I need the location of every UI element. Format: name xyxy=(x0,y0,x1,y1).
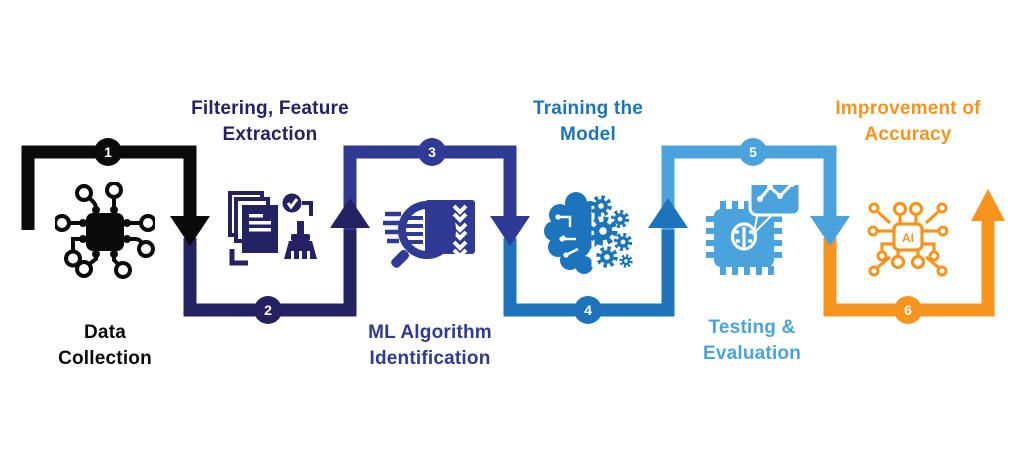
step-label-training-the-model: Training the Model xyxy=(532,98,644,145)
step-badge-2: 2 xyxy=(254,296,282,324)
step-number: 6 xyxy=(904,302,912,318)
step-number: 1 xyxy=(104,144,112,160)
step-badge-4: 4 xyxy=(574,296,602,324)
chip-brain-analytics-icon xyxy=(706,185,800,275)
step-number: 4 xyxy=(584,302,592,318)
step-label-improvement-of-accuracy: Improvement of Accuracy xyxy=(835,98,981,145)
step-label-filtering-feature-extraction: Filtering, Feature Extraction xyxy=(191,98,349,145)
step-label-data-collection: Data Collection xyxy=(58,322,152,369)
step-number: 5 xyxy=(749,144,757,160)
arrow-down-icon xyxy=(170,216,210,246)
magnifier-checklist-icon xyxy=(383,200,475,268)
step-label-ml-algorithm-identification: ML Algorithm Identification xyxy=(368,322,492,369)
circuit-chip-icon xyxy=(55,182,155,279)
step-badge-3: 3 xyxy=(418,138,446,166)
stacked-documents xyxy=(228,191,278,253)
arrow-down-icon xyxy=(810,216,850,246)
brain-outline xyxy=(730,222,758,251)
step-number: 2 xyxy=(264,302,272,318)
analytics-bubble xyxy=(748,185,800,236)
documents-cleaning-icon xyxy=(228,191,317,266)
step-number: 3 xyxy=(428,144,436,160)
check-marks xyxy=(452,204,468,259)
arrow-up-icon xyxy=(971,189,1005,221)
step-badge-5: 5 xyxy=(739,138,767,166)
broom xyxy=(284,221,317,260)
step-badge-1: 1 xyxy=(94,138,122,166)
brain-gears-icon xyxy=(544,192,633,274)
step-label-testing-evaluation: Testing & Evaluation xyxy=(702,317,802,364)
step-badge-6: 6 xyxy=(894,296,922,324)
arrow-down-icon xyxy=(490,216,530,246)
arrow-up-icon xyxy=(330,198,370,228)
ai-label: AI xyxy=(902,231,914,245)
arrow-up-icon xyxy=(648,198,688,228)
ai-circuit-brain-icon: AI xyxy=(867,201,949,277)
corner-bracket xyxy=(229,249,248,266)
check-circle xyxy=(282,193,313,216)
